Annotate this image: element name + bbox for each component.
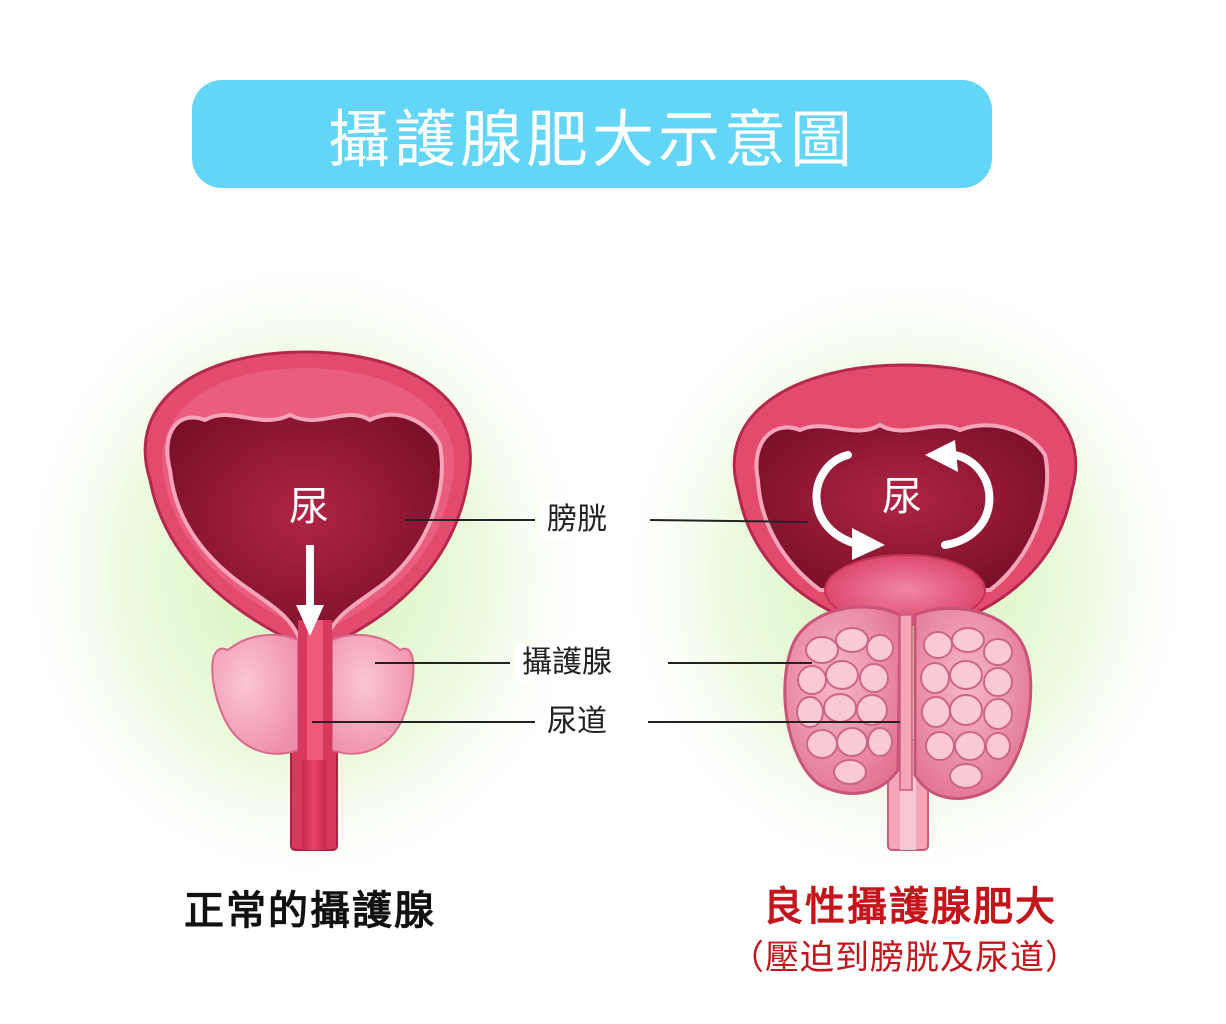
label-bladder: 膀胱	[541, 501, 613, 539]
caption-normal-prostate: 正常的攝護腺	[184, 888, 436, 934]
enlarged-bladder	[732, 363, 1078, 851]
leader-lines	[312, 519, 900, 723]
urine-label-normal: 尿	[289, 484, 329, 530]
title-banner: 攝護腺肥大示意圖	[192, 80, 992, 188]
label-urethra: 尿道	[541, 703, 613, 741]
normal-bladder	[143, 350, 472, 851]
caption-bph: 良性攝護腺肥大	[763, 884, 1057, 930]
caption-bph-note: （壓迫到膀胱及尿道）	[730, 938, 1080, 978]
label-prostate: 攝護腺	[516, 644, 618, 682]
urine-label-enlarged: 尿	[882, 474, 922, 520]
page-title: 攝護腺肥大示意圖	[327, 103, 856, 176]
